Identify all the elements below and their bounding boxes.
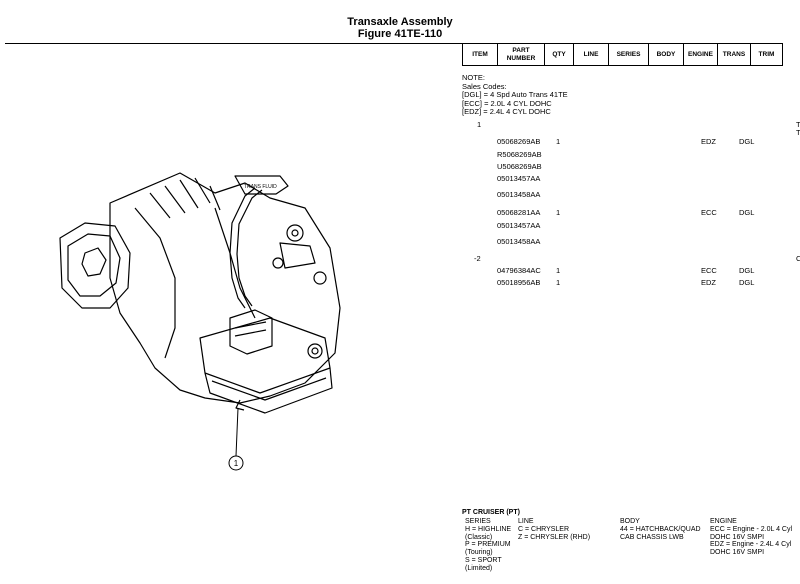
- legend-line: P = PREMIUM: [465, 541, 511, 549]
- qty-cell: 1: [556, 278, 561, 287]
- legend-heading: BODY: [620, 518, 640, 525]
- legend-line: H = HIGHLINE: [465, 525, 512, 533]
- note-line: [EDZ] = 2.4L 4 CYL DOHC: [462, 107, 551, 117]
- col-trim: TRIM: [750, 43, 783, 66]
- engine-cell: ECC: [701, 208, 717, 217]
- part-number[interactable]: 05013457AA: [497, 174, 541, 183]
- part-number[interactable]: 05013457AA: [497, 221, 541, 230]
- model-name: PT CRUISER (PT): [462, 509, 520, 516]
- trim-cell: T: [796, 128, 800, 137]
- legend-heading: LINE: [518, 518, 534, 525]
- part-number[interactable]: 05068269AB: [497, 137, 541, 146]
- col-trans: TRANS: [717, 43, 751, 66]
- trans-cell: DGL: [739, 266, 755, 275]
- legend-line: C = CHRYSLER: [518, 525, 570, 533]
- legend-heading: ENGINE: [710, 518, 737, 525]
- col-engine: ENGINE: [683, 43, 718, 66]
- qty-cell: 1: [556, 208, 561, 217]
- item-number: -2: [474, 254, 481, 263]
- figure-number: Figure 41TE-110: [357, 28, 443, 40]
- trans-cell: DGL: [739, 137, 755, 146]
- parts-table-header: ITEM PART NUMBER QTY LINE SERIES BODY EN…: [462, 43, 783, 66]
- engine-cell: EDZ: [701, 137, 716, 146]
- sales-codes-heading: Sales Codes:: [462, 81, 507, 91]
- legend-line: DOHC 16V SMPI: [710, 549, 765, 557]
- legend-line: (Touring): [465, 549, 493, 557]
- trans-cell: DGL: [739, 208, 755, 217]
- legend-line: 44 = HATCHBACK/QUAD: [620, 525, 701, 533]
- trim-cell: C: [796, 254, 800, 263]
- col-series: SERIES: [608, 43, 649, 66]
- legend-line: DOHC 16V SMPI: [710, 533, 765, 541]
- col-qty: QTY: [544, 43, 574, 66]
- legend-line: EDZ = Engine - 2.4L 4 Cyl: [710, 541, 792, 549]
- legend-line: Z = CHRYSLER (RHD): [518, 533, 591, 541]
- part-number[interactable]: 05013458AA: [497, 190, 541, 199]
- trans-fluid-label: TRANS FLUID: [244, 184, 277, 190]
- callout-circle: [228, 455, 244, 471]
- col-item: ITEM: [462, 43, 498, 66]
- legend-line: ECC = Engine - 2.0L 4 Cyl: [710, 525, 793, 533]
- part-number[interactable]: 04796384AC: [497, 266, 541, 275]
- trim-cell: T: [796, 120, 800, 129]
- line-legend: LINE C = CHRYSLER Z = CHRYSLER (RHD): [518, 518, 590, 541]
- item-number: 1: [477, 120, 482, 129]
- engine-legend: ENGINE ECC = Engine - 2.0L 4 Cyl DOHC 16…: [710, 518, 792, 557]
- header-rule: [5, 43, 462, 44]
- assembly-title: Transaxle Assembly: [347, 16, 453, 28]
- qty-cell: 1: [556, 266, 561, 275]
- part-number[interactable]: U5068269AB: [497, 162, 542, 171]
- page-title: Transaxle Assembly Figure 41TE-110: [0, 16, 800, 40]
- note-line: [ECC] = 2.0L 4 CYL DOHC: [462, 98, 552, 108]
- legend-line: CAB CHASSIS LWB: [620, 533, 684, 541]
- col-line: LINE: [573, 43, 609, 66]
- col-part-number: PART NUMBER: [497, 43, 545, 66]
- legend-line: (Limited): [465, 564, 493, 572]
- qty-cell: 1: [556, 137, 561, 146]
- legend-heading: SERIES: [465, 518, 491, 525]
- part-number[interactable]: 05068281AA: [497, 208, 541, 217]
- body-legend: BODY 44 = HATCHBACK/QUAD CAB CHASSIS LWB: [620, 518, 701, 541]
- engine-cell: EDZ: [701, 278, 716, 287]
- col-body: BODY: [648, 43, 684, 66]
- legend-line: S = SPORT: [465, 556, 502, 564]
- note-line: [DGL] = 4 Spd Auto Trans 41TE: [462, 90, 568, 100]
- notes-block: NOTE: Sales Codes: [DGL] = 4 Spd Auto Tr…: [462, 73, 568, 117]
- legend-line: (Classic): [465, 533, 493, 541]
- callout-number: 1: [234, 459, 239, 468]
- series-legend: SERIES H = HIGHLINE (Classic) P = PREMIU…: [465, 518, 511, 573]
- engine-cell: ECC: [701, 266, 717, 275]
- part-number[interactable]: 05018956AB: [497, 278, 541, 287]
- part-number[interactable]: R5068269AB: [497, 150, 542, 159]
- footer-legend: PT CRUISER (PT) SERIES H = HIGHLINE (Cla…: [462, 509, 792, 572]
- note-heading: NOTE:: [462, 73, 485, 82]
- part-number[interactable]: 05013458AA: [497, 237, 541, 246]
- transaxle-diagram: TRANS FLUID 1: [59, 172, 341, 471]
- trans-cell: DGL: [739, 278, 755, 287]
